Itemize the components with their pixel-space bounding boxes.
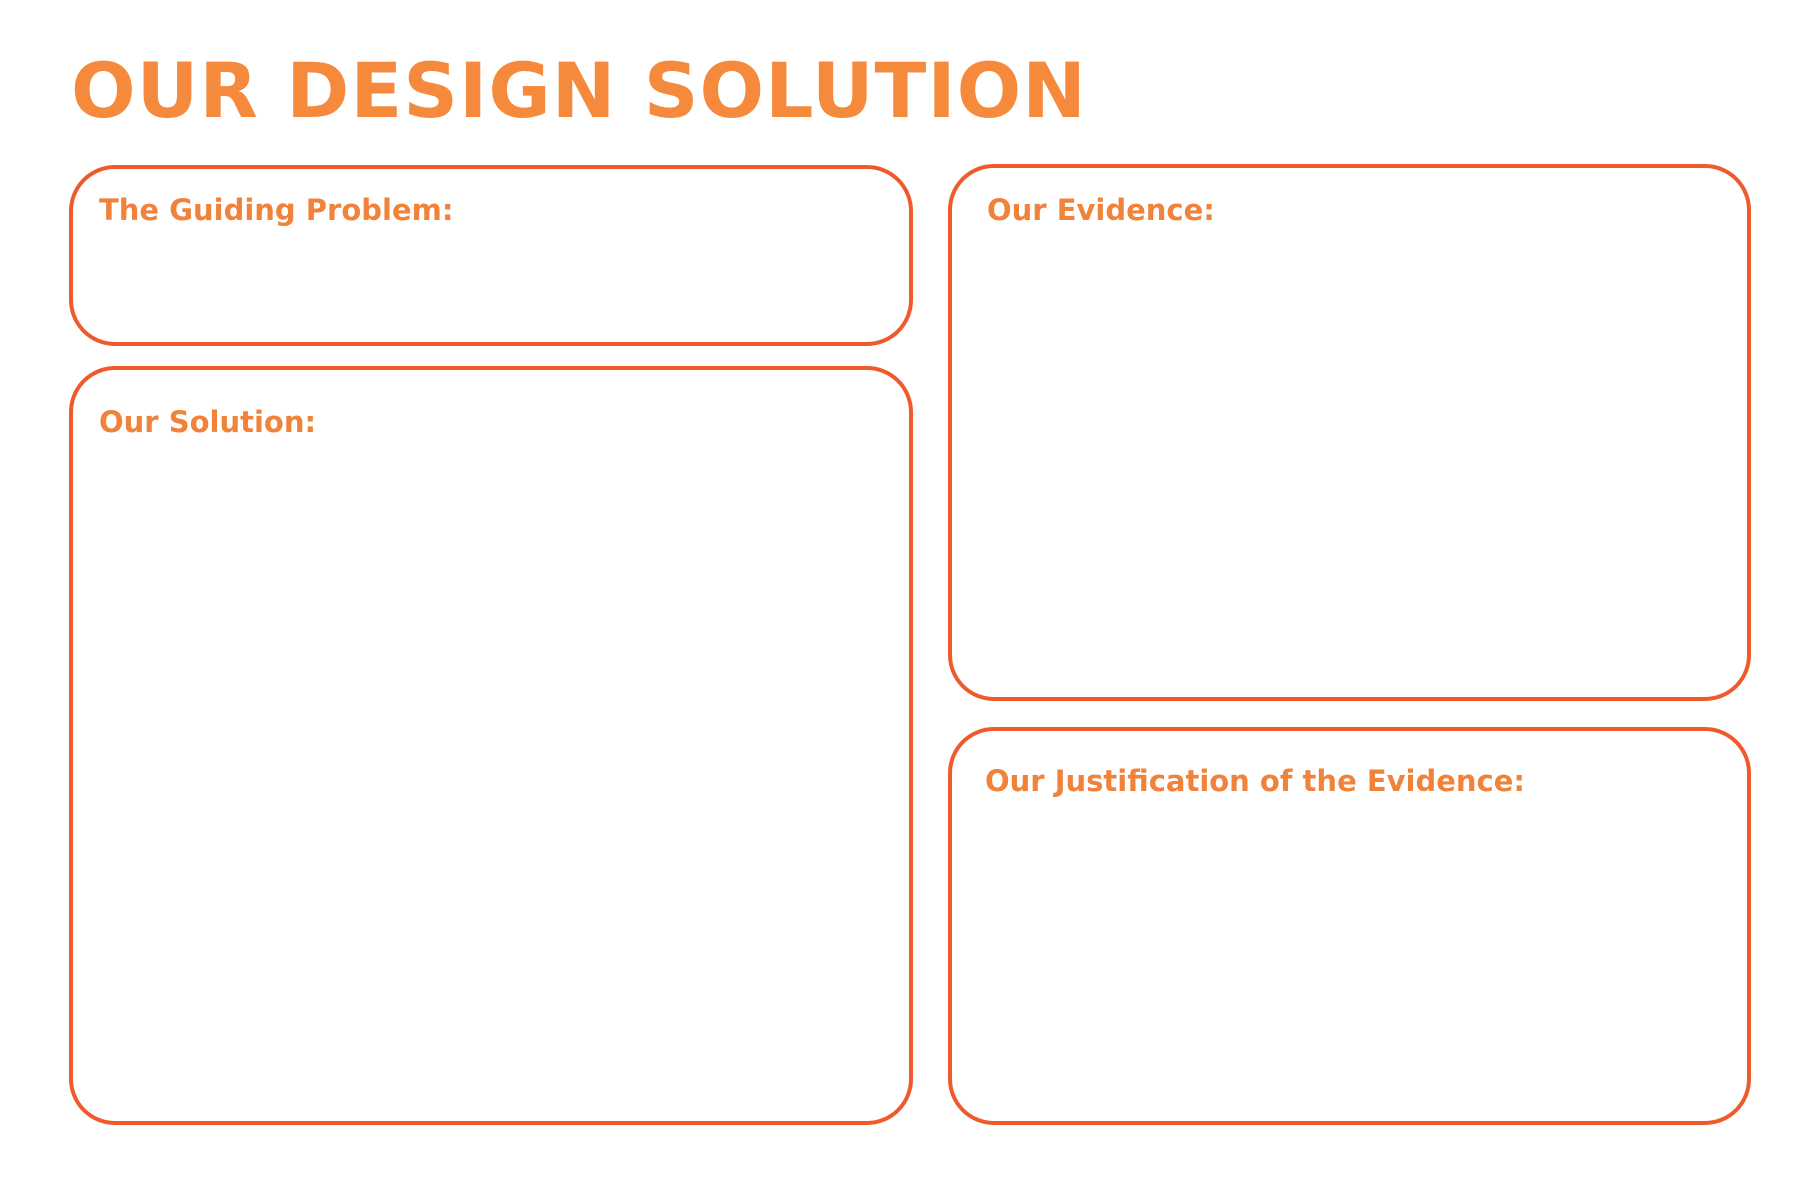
page-title: OUR DESIGN SOLUTION bbox=[71, 46, 1087, 135]
justification-box[interactable]: Our Justification of the Evidence: bbox=[948, 727, 1751, 1125]
guiding-problem-label: The Guiding Problem: bbox=[99, 193, 454, 227]
evidence-label: Our Evidence: bbox=[987, 193, 1215, 227]
guiding-problem-box[interactable]: The Guiding Problem: bbox=[69, 165, 913, 346]
solution-label: Our Solution: bbox=[99, 405, 317, 439]
evidence-box[interactable]: Our Evidence: bbox=[948, 164, 1751, 701]
justification-label: Our Justification of the Evidence: bbox=[985, 764, 1526, 798]
solution-box[interactable]: Our Solution: bbox=[69, 366, 913, 1125]
